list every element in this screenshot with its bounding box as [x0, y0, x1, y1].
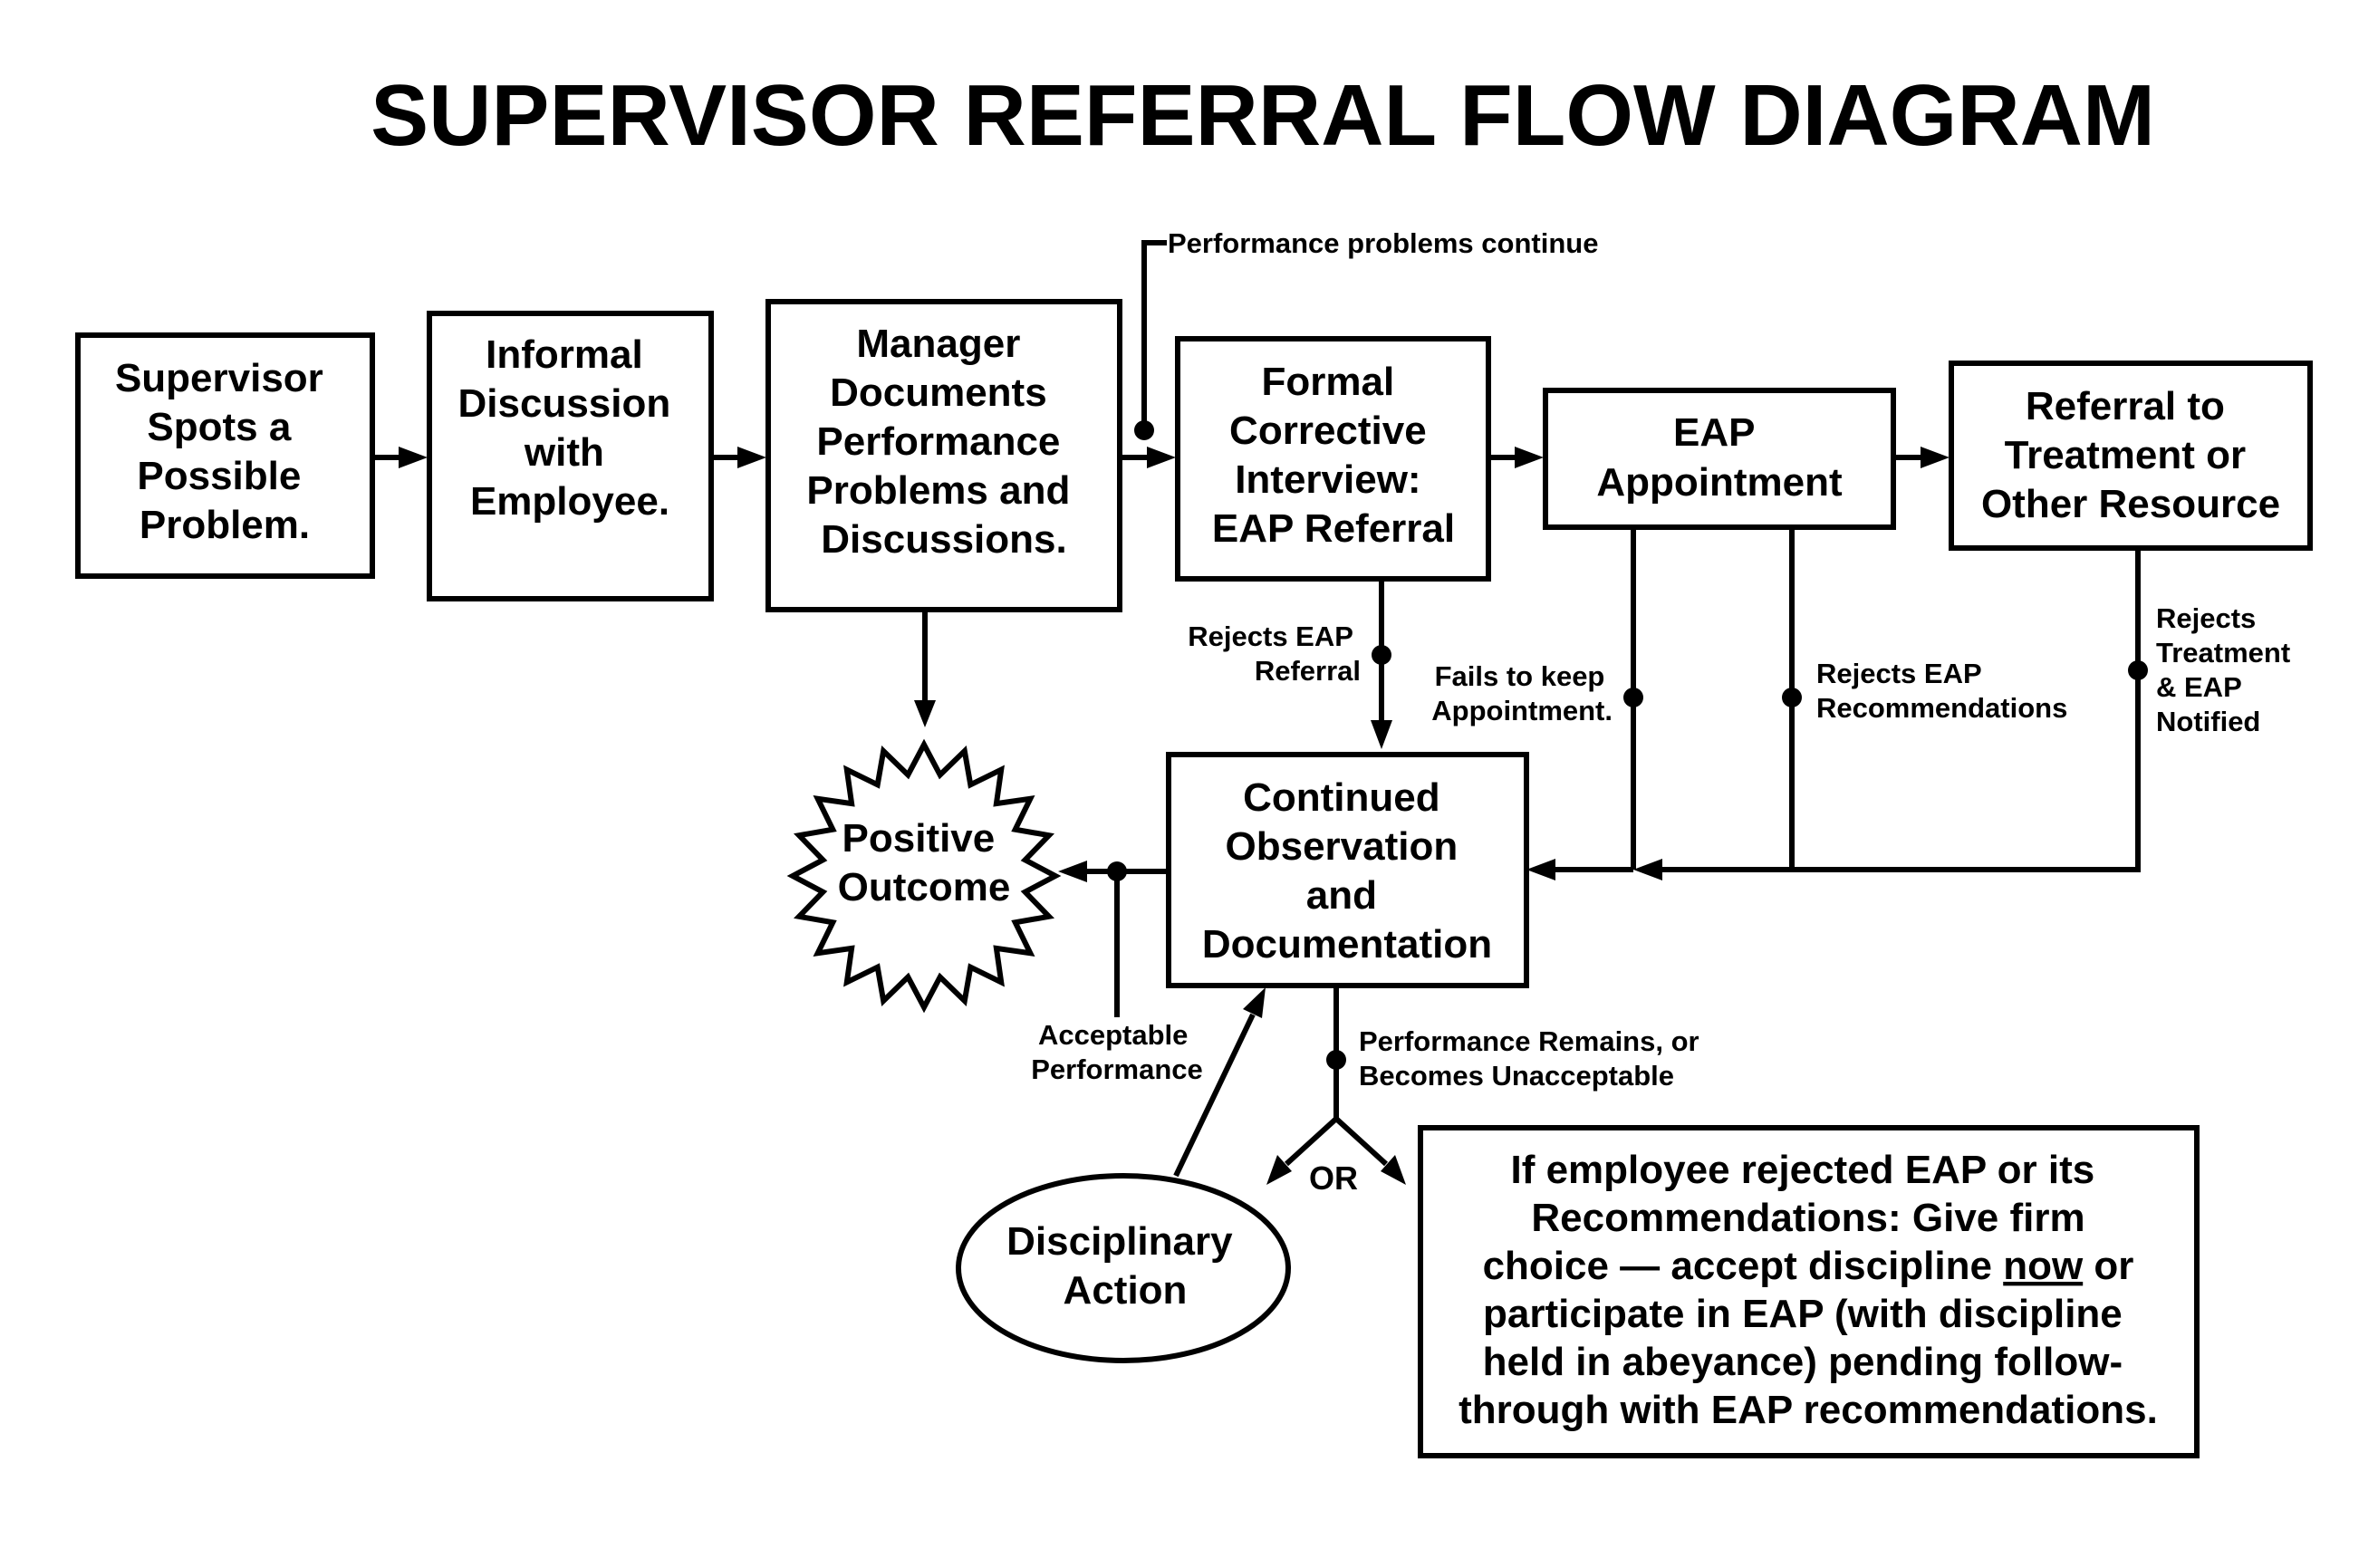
arrowhead-or-left [1266, 1155, 1292, 1185]
positive-outcome-burst: Positive Outcome [786, 738, 1062, 1014]
line-or-left [1284, 1116, 1339, 1167]
arrowhead-continued-right [1526, 859, 1555, 880]
junction-dot-remains [1326, 1050, 1346, 1070]
box-supervisor-spots: Supervisor Spots a Possible Problem. [75, 332, 375, 579]
svg-text:EAP Appointment: EAP Appointment [1596, 410, 1843, 505]
svg-text:If employee rejected EAP or it: If employee rejected EAP or its Recommen… [1510, 1148, 2105, 1240]
svg-text:Supervisor Spots a: Supervisor Spots a Possible Problem. [115, 356, 334, 547]
junction-dot-rejects-rec [1782, 688, 1802, 707]
svg-text:Positive Outcome: Positive Outcome [838, 816, 1011, 909]
svg-text:participate in EAP (with disci: participate in EAP (with discipline held… [1459, 1292, 2158, 1432]
box-eap-appointment: EAP Appointment [1543, 388, 1896, 530]
label-or: OR [1309, 1159, 1358, 1197]
arrow-disciplinary-to-continued [1173, 1013, 1256, 1178]
svg-text:choice — accept discipline now: choice — accept discipline now or [1483, 1244, 2134, 1288]
box-formal-interview: Formal Corrective Interview: EAP Referra… [1175, 336, 1491, 582]
arrowhead-eap [1515, 447, 1544, 468]
svg-text:Informal Discussion: Informal Discussion with Employee. [458, 332, 682, 524]
line-or-right [1333, 1116, 1389, 1167]
arrowhead-referral [1921, 447, 1950, 468]
arrowhead-positive-right [1058, 861, 1087, 882]
junction-dot-rejects-referral [1372, 645, 1391, 665]
label-acceptable-performance: Acceptable Performance [1031, 1019, 1203, 1085]
arrowhead-return-inner [1633, 859, 1662, 880]
label-rejects-eap-recommendations: Rejects EAP Recommendations [1816, 658, 2067, 724]
svg-text:Continued Observation: Continued Observation and Documentation [1202, 775, 1492, 967]
label-rejects-eap-referral: Rejects EAP Referral [1188, 620, 1361, 687]
junction-dot-acceptable [1107, 861, 1127, 881]
arrowhead-continued-bottom [1243, 987, 1266, 1018]
arrowhead-formal [1147, 447, 1176, 468]
connectors [372, 240, 2148, 1185]
diagram-title: SUPERVISOR REFERRAL FLOW DIAGRAM [371, 67, 2155, 164]
label-performance-remains: Performance Remains, or Becomes Unaccept… [1359, 1025, 1707, 1092]
firm-choice-note: If employee rejected EAP or its Recommen… [1418, 1125, 2200, 1458]
junction-dot-continue [1134, 420, 1154, 440]
svg-text:Referral to Treatment or: Referral to Treatment or Other Resource [1981, 384, 2280, 526]
arrowhead-continued-top [1371, 720, 1392, 749]
box-informal-discussion: Informal Discussion with Employee. [427, 311, 714, 601]
label-fails-to-keep: Fails to keep Appointment. [1431, 660, 1613, 726]
box-manager-documents: Manager Documents Performance Problems a… [765, 299, 1122, 612]
label-performance-continue: Performance problems continue [1168, 227, 1598, 259]
arrowhead-informal [399, 447, 428, 468]
svg-text:Disciplinary Action: Disciplinary Action [1006, 1219, 1244, 1313]
box-continued-observation: Continued Observation and Documentation [1166, 752, 1529, 988]
junction-dot-rejects-treatment [2128, 660, 2148, 680]
junction-dot-fails [1623, 688, 1643, 707]
underlined-now: now [2003, 1244, 2084, 1288]
svg-text:Formal Corrective: Formal Corrective Interview: EAP Referra… [1212, 360, 1455, 551]
svg-text:Manager Documents: Manager Documents Performance Problems a… [806, 322, 1081, 562]
box-referral-treatment: Referral to Treatment or Other Resource [1949, 361, 2313, 551]
disciplinary-action-ellipse: Disciplinary Action [956, 1173, 1291, 1363]
arrowhead-positive-top [914, 700, 936, 727]
line-rejects-treatment [1662, 548, 2141, 872]
performance-continue-line [1141, 240, 1167, 430]
label-rejects-treatment: Rejects Treatment & EAP Notified [2156, 602, 2298, 737]
arrowhead-or-right [1381, 1155, 1406, 1185]
arrowhead-manager [737, 447, 766, 468]
